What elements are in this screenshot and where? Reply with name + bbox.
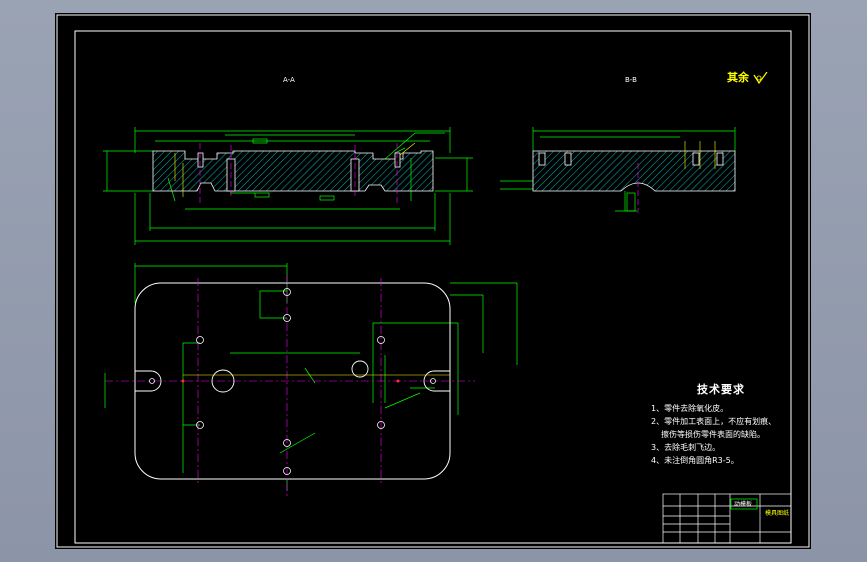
drawing-sheet: A-A B-B 其余 技术要求 1、零件去除氧化皮。 2、零件加工表面上，不应有… bbox=[55, 13, 811, 549]
section-b-body bbox=[532, 150, 736, 192]
guide-hole-right bbox=[351, 360, 369, 378]
tech-requirement-item: 2、零件加工表面上，不应有划痕、 bbox=[651, 417, 777, 426]
title-block bbox=[662, 493, 792, 544]
cad-drawing bbox=[56, 14, 810, 548]
bolt-hole bbox=[149, 378, 155, 384]
plan-view bbox=[104, 263, 518, 498]
bolt-hole bbox=[377, 421, 385, 429]
bolt-hole bbox=[377, 336, 385, 344]
guide-hole-left bbox=[211, 369, 235, 393]
bolt-hole bbox=[283, 288, 291, 296]
tech-requirement-item: 擦伤等损伤零件表面的缺陷。 bbox=[661, 430, 765, 439]
roughness-note: 其余 bbox=[727, 69, 769, 85]
bolt-hole bbox=[196, 421, 204, 429]
title-block-part-name: 动模板 bbox=[734, 501, 753, 508]
outer-frame bbox=[56, 14, 810, 548]
bolt-hole bbox=[283, 439, 291, 447]
tech-requirements-title: 技术要求 bbox=[697, 383, 745, 396]
bolt-hole bbox=[283, 314, 291, 322]
section-b-view bbox=[500, 127, 736, 213]
roughness-symbol-icon bbox=[753, 71, 768, 85]
tech-requirement-item: 4、未注倒角圆角R3-5。 bbox=[651, 456, 739, 465]
inner-frame bbox=[74, 30, 792, 544]
tech-requirement-item: 1、零件去除氧化皮。 bbox=[651, 404, 729, 413]
slot-left bbox=[135, 370, 162, 392]
plate-outline bbox=[134, 282, 451, 480]
slot-right bbox=[423, 370, 450, 392]
section-a-label: A-A bbox=[283, 76, 295, 84]
bolt-hole bbox=[196, 336, 204, 344]
tech-requirement-item: 3、去除毛刺飞边。 bbox=[651, 443, 721, 452]
section-a-view bbox=[103, 127, 473, 245]
bolt-hole bbox=[430, 378, 436, 384]
tech-requirements-list: 1、零件去除氧化皮。 2、零件加工表面上，不应有划痕、 擦伤等损伤零件表面的缺陷… bbox=[651, 402, 776, 467]
section-b-label: B-B bbox=[625, 76, 637, 84]
bolt-hole bbox=[283, 467, 291, 475]
section-a-body bbox=[152, 150, 434, 192]
roughness-note-text: 其余 bbox=[727, 71, 749, 84]
title-block-drawing-no: 模具图纸 bbox=[765, 510, 790, 517]
